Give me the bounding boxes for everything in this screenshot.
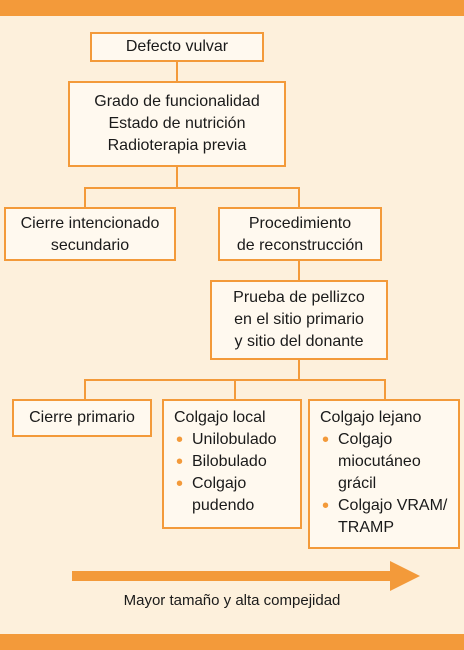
local-flap-list: Unilobulado Bilobulado Colgajo pudendo (174, 429, 300, 517)
pinch-test-label: y sitio del donante (234, 333, 364, 350)
connector-reconstruction-pinch (298, 261, 300, 280)
primary-closure-label: Cierre primario (29, 409, 135, 426)
connector-to-distant (384, 379, 386, 399)
connector-to-reconstruction (298, 187, 300, 207)
connector-to-local (234, 379, 236, 399)
connector-factors-down (176, 167, 178, 188)
factors-box: Grado de funcionalidad Estado de nutrici… (68, 81, 286, 167)
distant-flap-box: Colgajo lejano Colgajo miocutáneo grácil… (308, 399, 460, 549)
distant-flap-list: Colgajo miocutáneo grácil Colgajo VRAM/ … (320, 429, 458, 539)
secondary-closure-box: Cierre intencionado secundario (4, 207, 176, 261)
connector-split-1 (84, 187, 300, 189)
connector-pinch-down (298, 360, 300, 380)
secondary-closure-label: secundario (50, 237, 130, 254)
complexity-caption: Mayor tamaño y alta compejidad (123, 592, 341, 609)
pinch-test-label: en el sitio primario (234, 311, 364, 328)
defect-label: Defecto vulvar (125, 38, 229, 55)
factor-label: Radioterapia previa (107, 137, 247, 154)
list-item: Colgajo miocutáneo grácil (320, 429, 438, 495)
connector-to-secondary (84, 187, 86, 207)
list-item: Colgajo VRAM/ TRAMP (320, 495, 464, 539)
defect-box: Defecto vulvar (90, 32, 264, 62)
top-band (0, 0, 464, 16)
reconstruction-label: Procedimiento (248, 215, 352, 232)
pinch-test-box: Prueba de pellizco en el sitio primario … (210, 280, 388, 360)
complexity-arrow-icon (72, 561, 420, 591)
primary-closure-box: Cierre primario (12, 399, 152, 437)
factor-label: Estado de nutrición (108, 115, 246, 132)
local-flap-title: Colgajo local (174, 409, 266, 426)
bottom-band (0, 634, 464, 650)
factor-label: Grado de funcionalidad (94, 93, 260, 110)
list-item: Unilobulado (174, 429, 300, 451)
reconstruction-box: Procedimiento de reconstrucción (218, 207, 382, 261)
distant-flap-title: Colgajo lejano (320, 409, 422, 426)
secondary-closure-label: Cierre intencionado (20, 215, 160, 232)
list-item: Colgajo pudendo (174, 473, 282, 517)
pinch-test-label: Prueba de pellizco (233, 289, 365, 306)
connector-defect-factors (176, 62, 178, 81)
local-flap-box: Colgajo local Unilobulado Bilobulado Col… (162, 399, 302, 529)
list-item: Bilobulado (174, 451, 300, 473)
reconstruction-label: de reconstrucción (236, 237, 364, 254)
connector-to-primary (84, 379, 86, 399)
